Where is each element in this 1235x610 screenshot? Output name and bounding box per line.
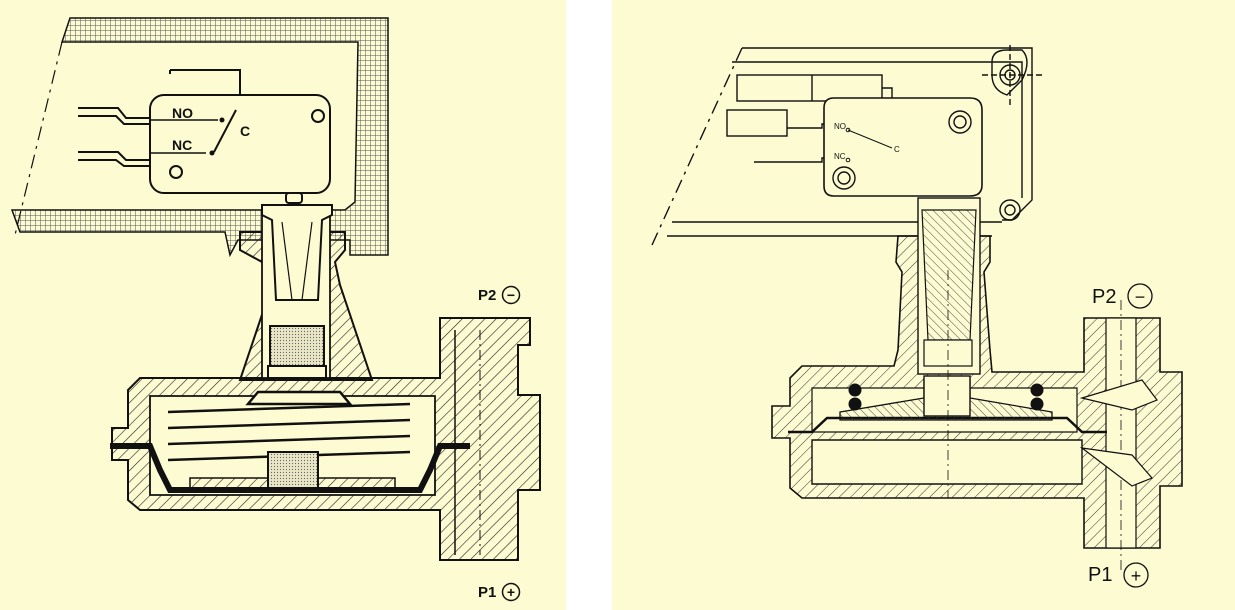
common-contact-label: C [894, 145, 900, 154]
switch-housing [771, 197, 1183, 570]
port-p2-label: P2 [478, 287, 496, 304]
port-p2-sign: − [1135, 287, 1146, 307]
right-pressure-switch-drawing: NO NC C P2 − P1 + [651, 45, 1183, 588]
port-p2-label: P2 [1092, 286, 1116, 308]
port-p2: P2 − [478, 285, 521, 305]
nc-contact-label: NC [172, 137, 192, 153]
port-p1: P1 + [478, 582, 521, 602]
spring [167, 390, 411, 462]
port-p1: P1 + [1088, 562, 1149, 588]
microswitch: NO NC C [823, 97, 983, 197]
switch-housing [111, 209, 541, 561]
port-p1-label: P1 [478, 584, 496, 601]
no-contact-label: NO [172, 105, 193, 121]
nc-contact-label: NC [834, 152, 846, 161]
port-p2-sign: − [507, 287, 515, 303]
diaphragm [110, 443, 470, 493]
port-p2: P2 − [1092, 283, 1153, 309]
no-contact-label: NO [834, 122, 846, 131]
port-p1-sign: + [507, 584, 515, 600]
right-diagram-panel: NO NC C P2 − P1 + [612, 0, 1235, 610]
left-diagram-panel: NO NC C P2 [0, 0, 566, 610]
microswitch: NO NC C [78, 69, 331, 204]
switch-enclosure [10, 17, 389, 258]
left-pressure-switch-drawing: NO NC C P2 [10, 17, 541, 602]
wire-terminals [726, 74, 902, 163]
common-contact-label: C [240, 123, 250, 139]
port-p1-sign: + [1131, 566, 1142, 586]
plunger [261, 204, 333, 379]
diaphragm-assembly [788, 270, 1107, 498]
port-p1-label: P1 [1088, 564, 1112, 586]
